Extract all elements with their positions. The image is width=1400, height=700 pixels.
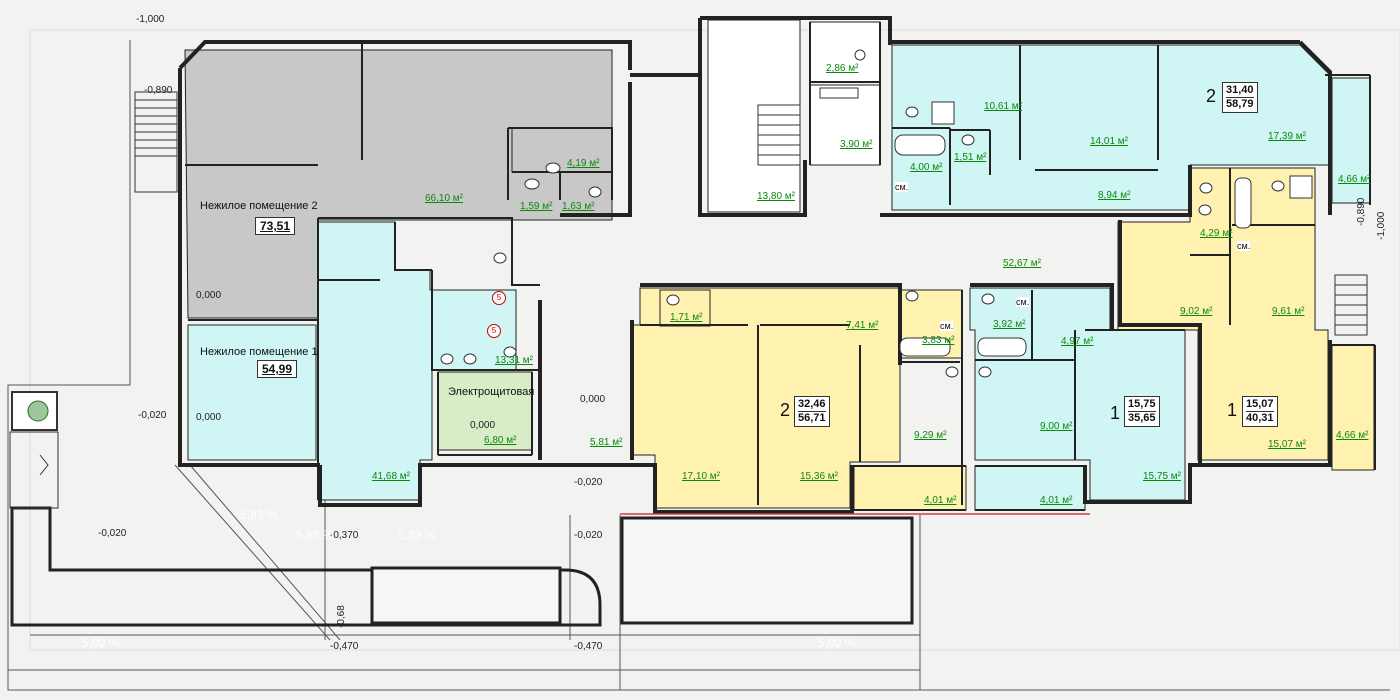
slope-label: 5,83 %: [296, 528, 334, 542]
area-label: 41,68 м²: [372, 471, 411, 482]
area-label: 15,75 м²: [1143, 471, 1182, 482]
area-label: 4,66 м²: [1336, 430, 1369, 441]
apartment-number: 2: [1206, 86, 1217, 106]
area-label: 15,07 м²: [1268, 439, 1307, 450]
left-stairs: [134, 91, 178, 193]
area-label: 3,83 м²: [922, 335, 955, 346]
nonres-1-level: 0,000: [196, 412, 222, 423]
area-label: 17,10 м²: [682, 471, 721, 482]
area-label: 15,36 м²: [800, 471, 839, 482]
bottom-terraces: [10, 506, 914, 627]
area-label: 4,01 м²: [1040, 495, 1073, 506]
area-label: 3,92 м²: [993, 319, 1026, 330]
area-label: 1,71 м²: [670, 312, 703, 323]
electrical-level: 0,000: [470, 420, 496, 431]
area-label: 4,97 м²: [1061, 336, 1094, 347]
apartment-number: 2: [780, 400, 791, 420]
area-label: 66,10 м²: [425, 193, 464, 204]
corridor-level: 0,000: [580, 394, 606, 405]
slope-label: 5,83 %: [240, 508, 278, 522]
area-label: 1,51 м²: [954, 152, 987, 163]
area-label: 5,81 м²: [590, 437, 623, 448]
area-label: 4,01 м²: [924, 495, 957, 506]
elevation-mark: -1,000: [1376, 211, 1387, 240]
elevation-mark: -0,020: [98, 528, 127, 539]
ramp-steps: [9, 431, 59, 509]
slope-label: 5,00 %: [818, 636, 856, 650]
area-label: 3,90 м²: [840, 139, 873, 150]
electrical-name: Электрощитовая: [448, 386, 535, 398]
nonres-1-name: Нежилое помещение 1: [200, 346, 318, 358]
area-label: 10,61 м²: [984, 101, 1023, 112]
area-label: 4,00 м²: [910, 162, 943, 173]
area-label: 9,61 м²: [1272, 306, 1305, 317]
right-stairs: [1334, 274, 1368, 336]
cm-label: см.: [1237, 241, 1251, 251]
elevation-mark: -0,020: [574, 530, 603, 541]
elevation-mark: -0,470: [574, 641, 603, 652]
cm-label: см.: [1016, 297, 1030, 307]
elevation-mark: -0,68: [336, 605, 347, 628]
nonres-1-area: 54,99: [257, 360, 298, 378]
nonres-2-name: Нежилое помещение 2: [200, 200, 318, 212]
apartment-number: 1: [1227, 400, 1238, 420]
area-label: 4,66 м²: [1338, 174, 1371, 185]
nonres-1-fill: [187, 324, 317, 461]
area-label: 1,59 м²: [520, 201, 553, 212]
area-label: 4,19 м²: [567, 158, 600, 169]
planter: [11, 391, 58, 431]
elevation-mark: -0,890: [1356, 197, 1367, 226]
area-label: 9,29 м²: [914, 430, 947, 441]
elevation-mark: -0,370: [330, 530, 359, 541]
area-label: 52,67 м²: [1003, 258, 1042, 269]
area-label: 8,94 м²: [1098, 190, 1131, 201]
electrical-fill: [437, 371, 533, 451]
central-cyan-fill: [317, 221, 517, 501]
apt-top-right-fill: [891, 44, 1331, 211]
riser-marker: 5: [487, 324, 501, 338]
nonres-2-area: 73,51: [255, 217, 296, 235]
central-stairs: [757, 87, 859, 166]
elevation-mark: -0,890: [144, 85, 173, 96]
elevation-mark: -1,000: [136, 14, 165, 25]
partitions: [185, 22, 1376, 511]
area-label: 14,01 м²: [1090, 136, 1129, 147]
area-label: 7,41 м²: [846, 320, 879, 331]
room-fills: [184, 19, 1375, 511]
area-label: 13,31 м²: [495, 355, 534, 366]
area-label: 9,00 м²: [1040, 421, 1073, 432]
area-label: 4,29 м²: [1200, 228, 1233, 239]
elevation-mark: -0,470: [330, 641, 359, 652]
area-label: 1,63 м²: [562, 201, 595, 212]
slope-label: 5,00 %: [82, 636, 120, 650]
apartment-number: 1: [1110, 403, 1121, 423]
cm-label: см.: [940, 321, 954, 331]
elevation-mark: -0,020: [138, 410, 167, 421]
area-label: 6,80 м²: [484, 435, 517, 446]
walls: [178, 16, 1332, 514]
cm-label: см.: [895, 182, 909, 192]
nonres-2-level: 0,000: [196, 290, 222, 301]
riser-marker: 5: [492, 291, 506, 305]
area-label: 2,86 м²: [826, 63, 859, 74]
slope-label: 5,83 %: [398, 528, 436, 542]
fixtures: [440, 49, 1313, 378]
area-label: 9,02 м²: [1180, 306, 1213, 317]
area-label: 17,39 м²: [1268, 131, 1307, 142]
area-label: 13,80 м²: [757, 191, 796, 202]
elevation-mark: -0,020: [574, 477, 603, 488]
